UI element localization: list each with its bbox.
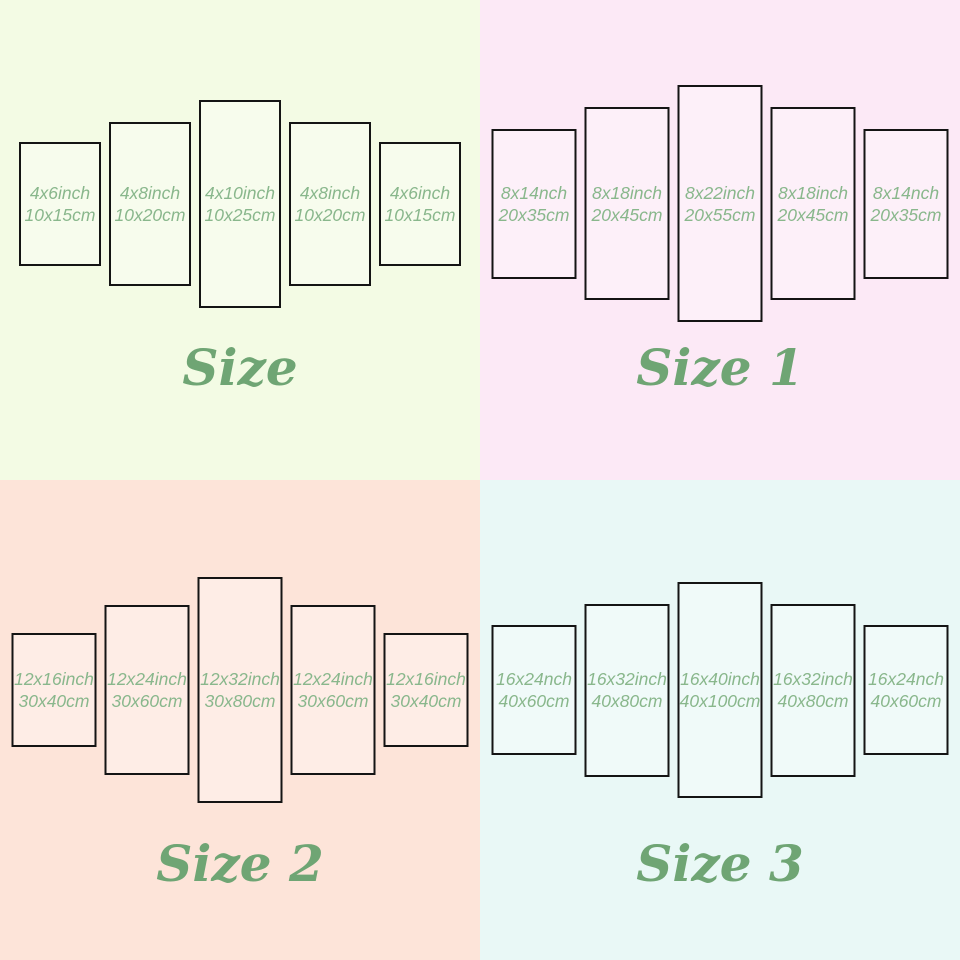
panel: 4x8inch 10x20cm [109, 122, 191, 286]
panel-size-inch: 4x10inch [204, 183, 276, 203]
panel: 12x16inch 30x40cm [11, 633, 97, 747]
panel: 4x8inch 10x20cm [289, 122, 371, 286]
panel-size-inch: 12x16inch [386, 669, 466, 689]
panel-size-inch: 4x8inch [119, 183, 181, 203]
panel-size-cm: 30x60cm [111, 691, 183, 711]
panel-size-inch: 16x32inch [587, 669, 667, 689]
panel-size-cm: 30x60cm [297, 691, 369, 711]
panel: 12x24inch 30x60cm [290, 605, 376, 775]
size-chart-title: Size 2 [156, 834, 324, 893]
panel-size-cm: 40x60cm [498, 691, 570, 711]
panel: 16x40inch 40x100cm [677, 582, 763, 798]
panel-group: 4x6inch 10x15cm 4x8inch 10x20cm 4x10inch… [19, 100, 461, 308]
panel-size-cm: 40x80cm [591, 691, 663, 711]
panel-size-cm: 10x20cm [114, 205, 186, 225]
panel-size-inch: 4x8inch [299, 183, 361, 203]
panel: 16x24nch 40x60cm [491, 625, 577, 755]
panel: 16x32inch 40x80cm [770, 603, 856, 777]
panel-size-cm: 10x15cm [384, 205, 456, 225]
size-chart-quadrant-size-2: 12x16inch 30x40cm 12x24inch 30x60cm 12x3… [0, 480, 480, 960]
panel-size-inch: 12x24inch [107, 669, 187, 689]
panel: 12x24inch 30x60cm [104, 605, 190, 775]
panel-size-cm: 20x35cm [870, 204, 942, 225]
size-chart-quadrant-size-1: 8x14nch 20x35cm 8x18inch 20x45cm 8x22inc… [480, 0, 960, 480]
panel: 12x32inch 30x80cm [197, 577, 283, 803]
panel-size-inch: 16x24nch [868, 669, 944, 689]
panel-size-cm: 30x40cm [18, 691, 90, 711]
panel-size-cm: 40x80cm [777, 691, 849, 711]
panel-size-cm: 20x45cm [777, 204, 849, 225]
panel: 4x6inch 10x15cm [379, 142, 461, 266]
size-chart-quadrant-size-3: 16x24nch 40x60cm 16x32inch 40x80cm 16x40… [480, 480, 960, 960]
panel-size-inch: 8x18inch [591, 182, 663, 203]
panel-size-inch: 8x14nch [500, 182, 568, 203]
size-chart-title: Size 3 [636, 834, 804, 893]
panel-size-cm: 20x45cm [591, 204, 663, 225]
size-chart-quadrant-size: 4x6inch 10x15cm 4x8inch 10x20cm 4x10inch… [0, 0, 480, 480]
panel: 8x14nch 20x35cm [491, 128, 577, 279]
size-chart-title: Size [182, 338, 298, 397]
panel-size-inch: 4x6inch [389, 183, 451, 203]
panel-size-cm: 20x35cm [498, 204, 570, 225]
panel: 4x6inch 10x15cm [19, 142, 101, 266]
panel: 16x24nch 40x60cm [863, 625, 949, 755]
panel: 8x18inch 20x45cm [584, 107, 670, 300]
panel: 12x16inch 30x40cm [383, 633, 469, 747]
panel-size-inch: 8x22inch [684, 182, 756, 203]
panel-size-cm: 40x100cm [679, 691, 761, 711]
panel: 8x18inch 20x45cm [770, 107, 856, 300]
panel-size-inch: 16x24nch [496, 669, 572, 689]
panel-size-cm: 30x80cm [204, 691, 276, 711]
panel-size-cm: 10x25cm [204, 205, 276, 225]
panel-size-cm: 10x15cm [24, 205, 96, 225]
panel-size-inch: 12x24inch [293, 669, 373, 689]
panel-size-inch: 12x32inch [200, 669, 280, 689]
panel-size-inch: 16x40inch [680, 669, 760, 689]
panel-size-cm: 20x55cm [684, 204, 756, 225]
panel-size-cm: 40x60cm [870, 691, 942, 711]
panel: 16x32inch 40x80cm [584, 603, 670, 777]
panel-group: 16x24nch 40x60cm 16x32inch 40x80cm 16x40… [491, 582, 949, 798]
panel-size-cm: 10x20cm [294, 205, 366, 225]
panel-group: 8x14nch 20x35cm 8x18inch 20x45cm 8x22inc… [491, 85, 949, 322]
panel-size-inch: 12x16inch [14, 669, 94, 689]
panel-size-inch: 4x6inch [29, 183, 91, 203]
panel-size-inch: 16x32inch [773, 669, 853, 689]
panel: 8x14nch 20x35cm [863, 128, 949, 279]
panel: 4x10inch 10x25cm [199, 100, 281, 308]
panel-group: 12x16inch 30x40cm 12x24inch 30x60cm 12x3… [11, 577, 469, 803]
panel-size-inch: 8x14nch [872, 182, 940, 203]
panel-size-cm: 30x40cm [390, 691, 462, 711]
panel-size-inch: 8x18inch [777, 182, 849, 203]
panel: 8x22inch 20x55cm [677, 85, 763, 322]
size-chart-title: Size 1 [636, 338, 804, 397]
